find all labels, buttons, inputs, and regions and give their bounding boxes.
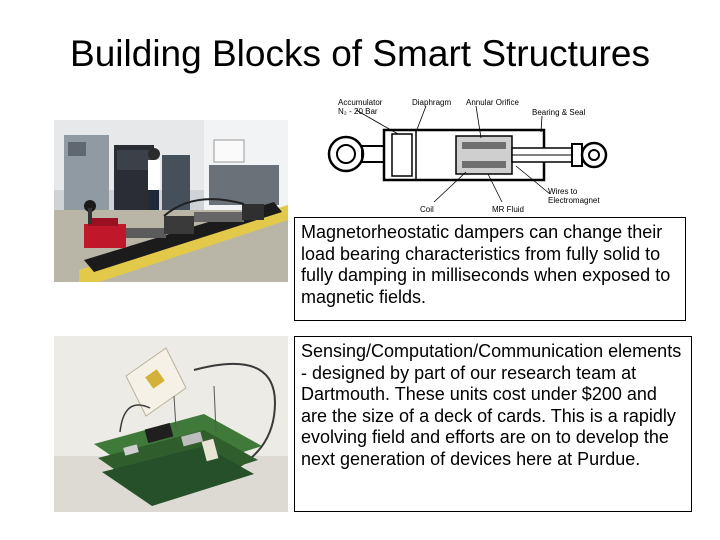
sensor-description-box: Sensing/Computation/Communication elemen… — [294, 336, 692, 512]
sensor-node-photo — [54, 336, 288, 512]
label-electromagnet: Electromagnet — [548, 196, 600, 205]
label-diaphragm: Diaphragm — [412, 98, 451, 107]
sensor-description: Sensing/Computation/Communication elemen… — [301, 341, 682, 469]
label-pressure: N₂ - 20 Bar — [338, 107, 378, 116]
damper-description: Magnetorheostatic dampers can change the… — [301, 222, 671, 307]
mr-damper-diagram: Accumulator N₂ - 20 Bar Diaphragm Annula… — [316, 96, 610, 218]
label-mr-fluid: MR Fluid — [492, 205, 524, 214]
damper-test-rig-photo — [54, 120, 288, 282]
label-accumulator: Accumulator — [338, 98, 383, 107]
label-annular-orifice: Annular Orifice — [466, 98, 519, 107]
damper-description-box: Magnetorheostatic dampers can change the… — [294, 217, 686, 321]
slide-title: Building Blocks of Smart Structures — [70, 33, 650, 74]
label-coil: Coil — [420, 205, 434, 214]
label-wires: Wires to — [548, 187, 578, 196]
label-bearing-seal: Bearing & Seal — [532, 108, 586, 117]
